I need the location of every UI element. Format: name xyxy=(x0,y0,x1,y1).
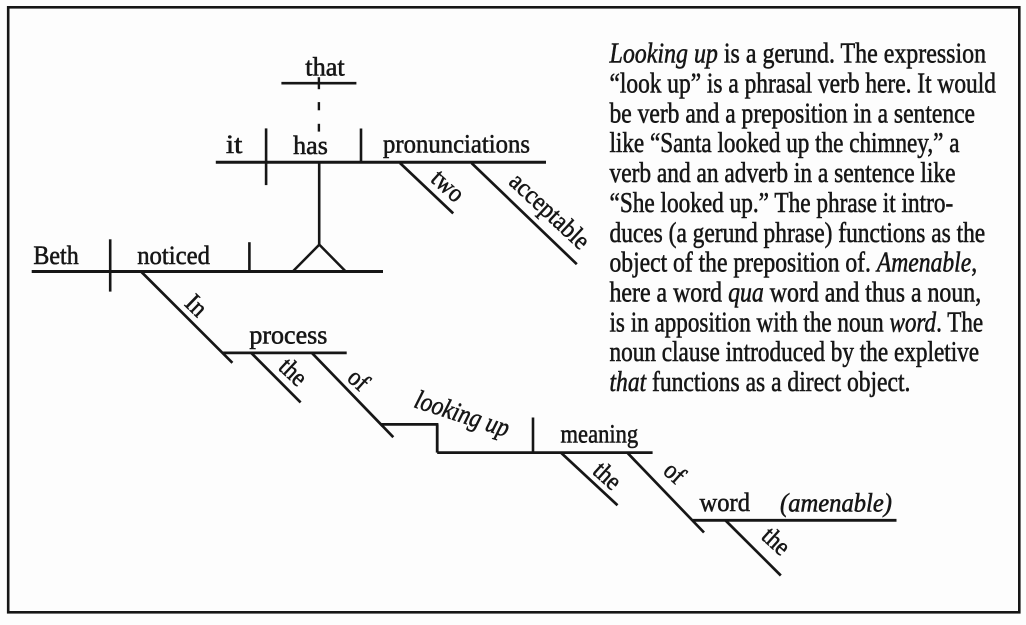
svg-text:verb and an adverb in a senten: verb and an adverb in a sentence like xyxy=(610,158,956,189)
svg-text:duces (a gerund phrase) functi: duces (a gerund phrase) functions as the xyxy=(610,218,986,249)
svg-text:that functions as a direct obj: that functions as a direct object. xyxy=(610,367,911,398)
svg-text:it: it xyxy=(226,130,243,159)
svg-text:is in apposition with the noun: is in apposition with the noun word. The xyxy=(610,307,984,338)
svg-text:here a word qua word and thus: here a word qua word and thus a noun, xyxy=(610,278,982,309)
svg-text:“She looked up.” The phrase it: “She looked up.” The phrase it intro- xyxy=(610,188,954,219)
svg-text:noun clause introduced by the: noun clause introduced by the expletive xyxy=(610,337,980,368)
svg-text:Looking up is a gerund. The ex: Looking up is a gerund. The expression xyxy=(609,39,986,70)
svg-text:“look up” is a phrasal verb he: “look up” is a phrasal verb here. It wou… xyxy=(610,69,996,100)
svg-text:pronunciations: pronunciations xyxy=(383,130,530,159)
svg-text:that: that xyxy=(305,53,345,82)
svg-text:of: of xyxy=(658,456,692,490)
svg-text:the: the xyxy=(273,352,313,392)
svg-text:(amenable): (amenable) xyxy=(780,489,892,518)
svg-text:Beth: Beth xyxy=(33,241,78,270)
svg-text:be verb and a preposition in a: be verb and a preposition in a sentence xyxy=(610,98,976,129)
svg-text:has: has xyxy=(293,131,328,160)
svg-text:word: word xyxy=(700,488,751,517)
svg-text:looking up: looking up xyxy=(411,384,513,443)
svg-text:of: of xyxy=(342,363,376,397)
svg-text:process: process xyxy=(249,321,327,350)
svg-text:two: two xyxy=(425,163,470,208)
svg-text:In: In xyxy=(179,288,213,322)
svg-text:like “Santa looked up the chim: like “Santa looked up the chimney,” a xyxy=(610,128,960,159)
svg-text:meaning: meaning xyxy=(561,420,639,449)
svg-text:object of the preposition of.: object of the preposition of. Amenable, xyxy=(610,248,978,279)
svg-text:acceptable: acceptable xyxy=(504,166,596,255)
svg-text:noticed: noticed xyxy=(137,241,210,270)
svg-text:the: the xyxy=(587,456,627,496)
